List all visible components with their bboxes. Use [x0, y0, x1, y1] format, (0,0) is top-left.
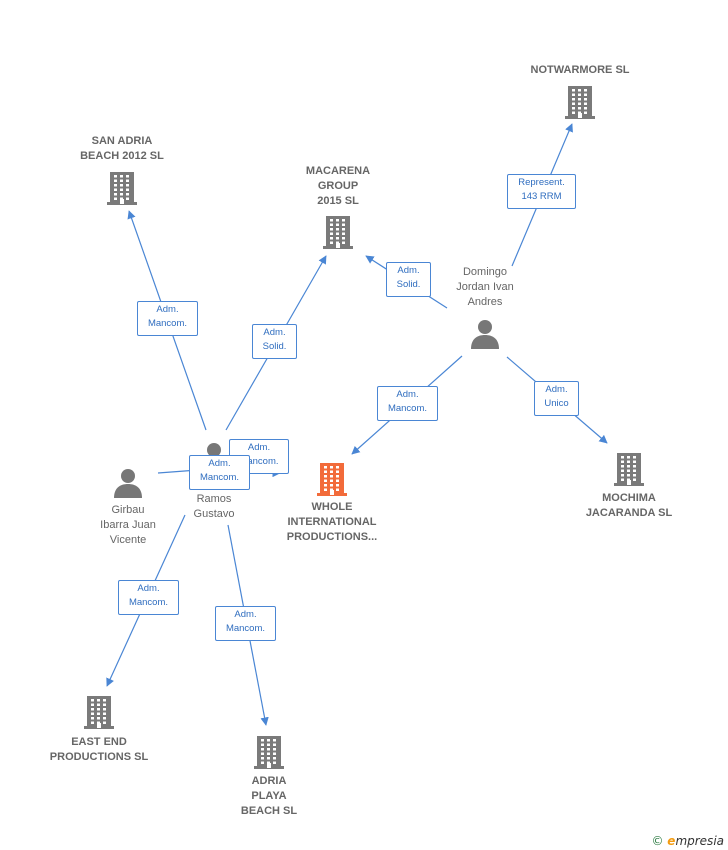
person-icon: [114, 468, 142, 503]
node-label: MOCHIMA JACARANDA SL: [585, 492, 673, 519]
node-label: ADRIA PLAYA BEACH SL: [240, 775, 298, 817]
person-node-girbau[interactable]: Girbau Ibarra Juan Vicente: [58, 468, 198, 548]
building-icon: [254, 735, 284, 774]
person-node-domingo[interactable]: Domingo Jordan Ivan Andres: [415, 265, 555, 349]
building-icon: [323, 215, 353, 254]
copyright-symbol: ©: [651, 834, 664, 848]
node-label: Domingo Jordan Ivan Andres: [456, 266, 514, 308]
empresia-watermark: © empresia: [651, 834, 724, 848]
company-node-adria-playa[interactable]: ADRIA PLAYA BEACH SL: [199, 735, 339, 819]
edge-label-adm-solid[interactable]: Adm. Solid.: [252, 324, 297, 359]
building-icon: [614, 452, 644, 491]
edge-label-adm-mancom[interactable]: Adm. Mancom.: [118, 580, 179, 615]
building-icon: [84, 695, 114, 734]
node-label: SAN ADRIA BEACH 2012 SL: [80, 135, 164, 162]
building-icon: [565, 85, 595, 124]
building-icon: [317, 462, 347, 501]
node-label: WHOLE INTERNATIONAL PRODUCTIONS...: [286, 501, 378, 543]
person-icon: [471, 319, 499, 354]
edge-label-adm-solid[interactable]: Adm. Solid.: [386, 262, 431, 297]
building-icon: [107, 171, 137, 210]
edge-label-represent[interactable]: Represent. 143 RRM: [507, 174, 576, 209]
node-label: MACARENA GROUP 2015 SL: [305, 165, 371, 207]
company-node-notwarmore[interactable]: NOTWARMORE SL: [510, 63, 650, 119]
company-node-east-end[interactable]: EAST END PRODUCTIONS SL: [29, 695, 169, 765]
node-label: Ramos Gustavo: [193, 493, 235, 520]
empresia-logo: empresia: [667, 834, 724, 848]
edge-label-adm-mancom[interactable]: Adm. Mancom.: [189, 455, 250, 490]
edge-label-adm-mancom[interactable]: Adm. Mancom.: [215, 606, 276, 641]
node-label: EAST END PRODUCTIONS SL: [49, 736, 149, 763]
node-label: NOTWARMORE SL: [530, 64, 630, 76]
edge-label-adm-mancom[interactable]: Adm. Mancom.: [377, 386, 438, 421]
company-node-whole-international[interactable]: WHOLE INTERNATIONAL PRODUCTIONS...: [262, 462, 402, 545]
company-node-mochima[interactable]: MOCHIMA JACARANDA SL: [559, 452, 699, 521]
company-node-macarena[interactable]: MACARENA GROUP 2015 SL: [268, 164, 408, 249]
company-node-san-adria[interactable]: SAN ADRIA BEACH 2012 SL: [52, 134, 192, 205]
edge-label-adm-unico[interactable]: Adm. Unico: [534, 381, 579, 416]
node-label: Girbau Ibarra Juan Vicente: [100, 504, 156, 546]
edge-label-adm-mancom[interactable]: Adm. Mancom.: [137, 301, 198, 336]
